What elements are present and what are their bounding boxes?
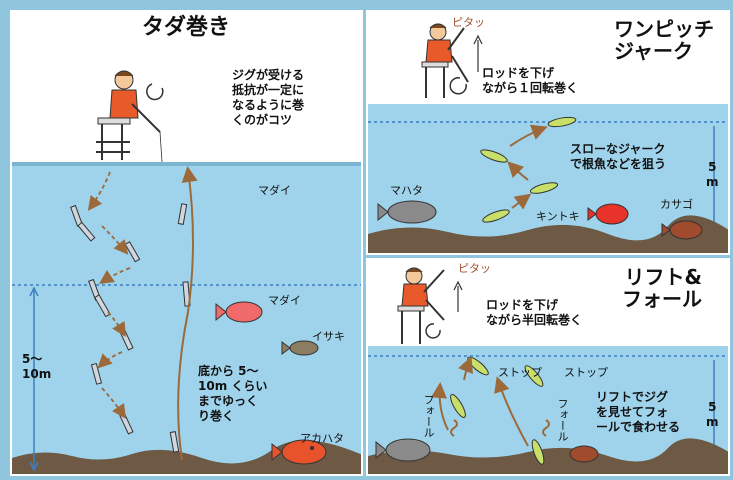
- fish-label: マダイ: [258, 184, 291, 197]
- depth-label: 5 m: [706, 400, 719, 429]
- jig-path: [70, 203, 191, 453]
- instruction-text: 底から 5～ 10m くらい までゆっく り巻く: [198, 364, 268, 423]
- rod-instruction: ロッドを下げ ながら１回転巻く: [482, 66, 579, 95]
- fish-label: カサゴ: [660, 198, 693, 211]
- fall-label: フォール: [422, 394, 435, 438]
- panel-lift-fall: リフト& フォール ピタッ ロッドを下げ ながら半回転巻く リフトでジグ を見せ…: [366, 258, 730, 476]
- sound-text: ピタッ: [452, 16, 485, 29]
- fish-mahata-2: [375, 438, 431, 462]
- fish-kintoki: [587, 203, 629, 225]
- title-tadamaki: タダ巻き: [142, 15, 231, 40]
- fish-label: アカハタ: [300, 432, 344, 445]
- fish-label: マハタ: [390, 184, 423, 197]
- title-onepitch: ワンピッチ ジャーク: [614, 17, 714, 63]
- fish-label: キントキ: [536, 210, 580, 223]
- seabed: [368, 215, 728, 253]
- depth-label: 5～ 10m: [22, 352, 52, 381]
- action-text: スローなジャーク で根魚などを狙う: [570, 142, 667, 171]
- fish-label: マダイ: [268, 294, 301, 307]
- fish-madai-1: [215, 301, 263, 323]
- fish-isaki: [281, 340, 319, 356]
- stop-label: ストップ: [498, 366, 542, 379]
- fish-kasago: [661, 220, 703, 240]
- onepitch-illustration: [368, 12, 728, 253]
- tadamaki-illustration: [12, 12, 361, 474]
- angler-figure: [397, 267, 445, 344]
- sound-text: ピタッ: [458, 262, 491, 275]
- fish-mahata: [377, 200, 437, 224]
- fish-label: イサキ: [312, 330, 345, 343]
- rod-instruction: ロッドを下げ ながら半回転巻く: [486, 298, 583, 327]
- panel-tadamaki: タダ巻き ジグが受ける 抵抗が一定に なるように巻 くのがコツ 底から 5～ 1…: [10, 10, 363, 476]
- tip-text: ジグが受ける 抵抗が一定に なるように巻 くのがコツ: [232, 68, 305, 127]
- action-text: リフトでジグ を見せてフォ ールで食わせる: [596, 390, 681, 434]
- angler-figure: [421, 23, 469, 98]
- retrieve-arrow: [177, 166, 198, 461]
- fish-kasago-2: [569, 445, 599, 463]
- fall-label: フォール: [556, 398, 569, 442]
- seabed: [368, 438, 728, 474]
- angler-figure: [96, 70, 163, 163]
- depth-label: 5 m: [706, 160, 719, 189]
- title-liftfall: リフト& フォール: [622, 265, 702, 311]
- panel-onepitch-jerk: ワンピッチ ジャーク ピタッ ロッドを下げ ながら１回転巻く スローなジャーク …: [366, 10, 730, 255]
- fish-akahata: [271, 439, 327, 465]
- seabed: [12, 440, 361, 474]
- liftfall-illustration: [368, 260, 728, 474]
- stop-label: ストップ: [564, 366, 608, 379]
